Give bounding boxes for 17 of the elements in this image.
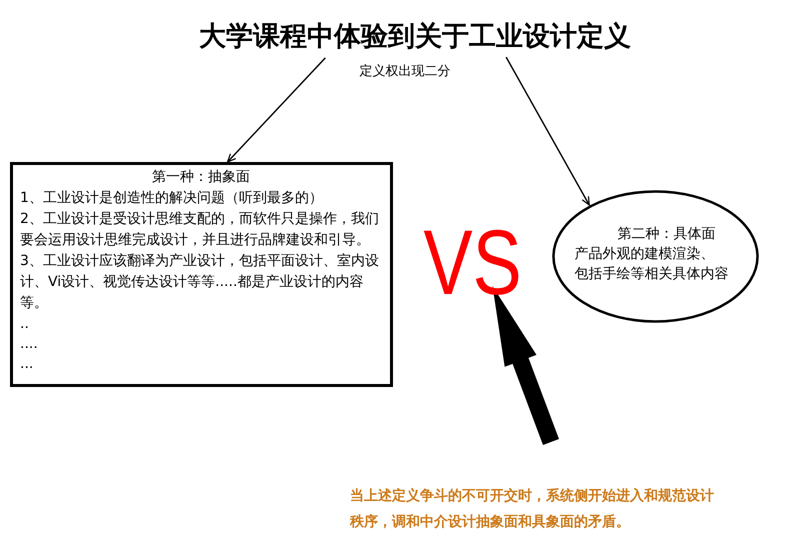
title: 大学课程中体验到关于工业设计定义 — [170, 18, 660, 56]
block-arrow — [492, 286, 559, 445]
box-text: .... — [20, 335, 39, 354]
text-box — [10, 162, 393, 387]
subtitle: 定义权出现二分 — [358, 63, 452, 81]
box-heading: 第一种：抽象面 — [151, 168, 251, 187]
box-text: .. — [20, 315, 30, 334]
box-text: ... — [20, 355, 34, 374]
box-text: 3、工业设计应该翻译为产业设计，包括平面设计、室内设计、Vi设计、视觉传达设计等等.....都是产业设计的内容等。 — [20, 252, 380, 313]
box-text: 1、工业设计是创造性的解决问题（听到最多的） — [20, 189, 324, 208]
arrow — [226, 57, 326, 163]
ellipse-bubble — [552, 190, 759, 323]
bubble-text: 产品外观的建模渲染、包括手绘等相关具体内容 — [574, 245, 730, 284]
bubble-heading: 第二种：具体面 — [616, 225, 716, 244]
arrow — [506, 56, 590, 206]
note-text: 当上述定义争斗的不可开交时，系统侧开始进入和规范设计秩序，调和中介设计抽象面和具象面的矛盾。 — [350, 486, 715, 532]
box-text: 2、工业设计是受设计思维支配的，而软件只是操作，我们要会运用设计思维完成设计，并且进行品牌建设和引导。 — [20, 210, 380, 250]
